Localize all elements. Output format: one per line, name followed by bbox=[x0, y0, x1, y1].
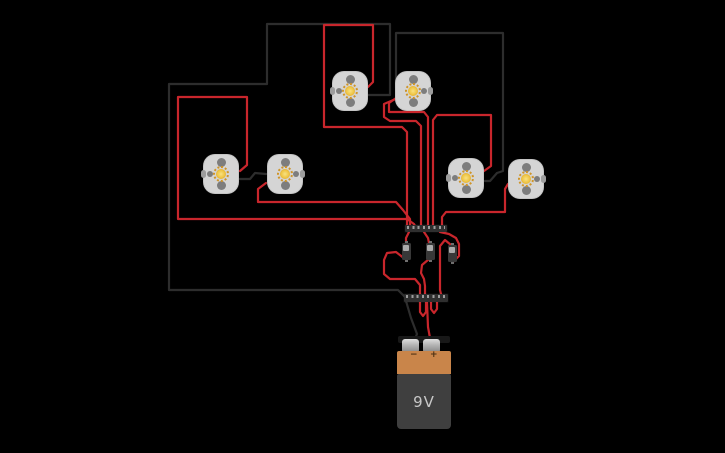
bulb-side-nub bbox=[330, 87, 335, 95]
bulb-contact-dot bbox=[216, 158, 226, 167]
filament-ring bbox=[213, 166, 229, 182]
light-bulb[interactable] bbox=[395, 71, 433, 111]
switch-pin bbox=[404, 240, 408, 243]
switch-pin bbox=[404, 259, 408, 262]
bulb-side-nub bbox=[201, 170, 206, 178]
red-wire[interactable] bbox=[419, 257, 431, 296]
red-wire[interactable] bbox=[425, 300, 432, 340]
switch-pin bbox=[428, 240, 432, 243]
bulb-contact-dot bbox=[280, 158, 290, 167]
switch-slider[interactable] bbox=[403, 245, 409, 251]
pin-header[interactable] bbox=[405, 225, 447, 232]
light-bulb[interactable] bbox=[330, 71, 368, 111]
switch-pin bbox=[450, 242, 454, 245]
header-pins bbox=[406, 295, 446, 298]
bulb-side-contact-dot bbox=[207, 171, 213, 177]
bulb-side-nub bbox=[446, 174, 451, 182]
bulb-contact-dot bbox=[408, 98, 418, 107]
bulb-side-contact-dot bbox=[534, 176, 540, 182]
bulb-contact-dot bbox=[280, 181, 290, 190]
bulb-filament-icon bbox=[458, 170, 474, 186]
battery-negative-terminal bbox=[402, 339, 419, 352]
slide-switch[interactable] bbox=[401, 240, 411, 262]
bulb-contact-dot bbox=[461, 185, 471, 194]
filament-ring bbox=[405, 83, 421, 99]
light-bulb[interactable] bbox=[267, 154, 305, 194]
red-wire[interactable] bbox=[322, 23, 409, 227]
bulb-contact-dot bbox=[461, 162, 471, 171]
black-wire[interactable] bbox=[238, 171, 268, 181]
bulb-side-nub bbox=[541, 175, 546, 183]
bulb-filament-icon bbox=[277, 166, 293, 182]
filament-ring bbox=[518, 171, 534, 187]
red-wire[interactable] bbox=[382, 96, 423, 227]
slide-switch[interactable] bbox=[447, 242, 457, 264]
switch-pin bbox=[428, 259, 432, 262]
slide-switch[interactable] bbox=[425, 240, 435, 262]
red-wire[interactable] bbox=[438, 238, 453, 296]
bulb-contact-dot bbox=[408, 75, 418, 84]
light-bulb[interactable] bbox=[508, 159, 546, 199]
bulb-side-nub bbox=[428, 87, 433, 95]
bulb-side-nub bbox=[300, 170, 305, 178]
black-wire[interactable] bbox=[394, 31, 505, 183]
filament-core bbox=[521, 174, 531, 184]
bulb-side-contact-dot bbox=[293, 171, 299, 177]
filament-ring bbox=[458, 170, 474, 186]
battery-positive-terminal bbox=[423, 339, 440, 352]
switch-slider[interactable] bbox=[427, 245, 433, 251]
red-wire[interactable] bbox=[256, 181, 412, 228]
bulb-filament-icon bbox=[405, 83, 421, 99]
battery-voltage-label: 9V bbox=[413, 392, 435, 411]
plus-sign: + bbox=[430, 350, 438, 360]
battery-body: 9V bbox=[397, 374, 451, 429]
filament-core bbox=[280, 169, 290, 179]
bulb-contact-dot bbox=[216, 181, 226, 190]
red-wire[interactable] bbox=[382, 250, 422, 296]
light-bulb[interactable] bbox=[201, 154, 239, 194]
bulb-filament-icon bbox=[518, 171, 534, 187]
red-wire[interactable] bbox=[440, 182, 510, 228]
filament-core bbox=[216, 169, 226, 179]
red-wire[interactable] bbox=[429, 300, 439, 315]
filament-core bbox=[461, 173, 471, 183]
bulb-contact-dot bbox=[521, 186, 531, 195]
bulb-side-contact-dot bbox=[421, 88, 427, 94]
bulb-side-contact-dot bbox=[336, 88, 342, 94]
bulb-side-contact-dot bbox=[452, 175, 458, 181]
bulb-filament-icon bbox=[213, 166, 229, 182]
filament-core bbox=[345, 86, 355, 96]
red-wire[interactable] bbox=[431, 113, 493, 227]
red-wire[interactable] bbox=[176, 95, 417, 228]
bulb-filament-icon bbox=[342, 83, 358, 99]
bulb-contact-dot bbox=[345, 75, 355, 84]
bulb-contact-dot bbox=[521, 163, 531, 172]
minus-sign: − bbox=[410, 350, 418, 360]
black-wire[interactable] bbox=[167, 22, 407, 299]
light-bulb[interactable] bbox=[446, 158, 484, 198]
pin-header[interactable] bbox=[404, 294, 448, 302]
battery-9v[interactable]: −+9V bbox=[397, 336, 451, 429]
switch-pin bbox=[450, 261, 454, 264]
bulb-contact-dot bbox=[345, 98, 355, 107]
battery-sleeve: −+ bbox=[397, 350, 451, 374]
filament-core bbox=[408, 86, 418, 96]
switch-slider[interactable] bbox=[449, 247, 455, 253]
header-pins bbox=[407, 226, 445, 229]
red-wire[interactable] bbox=[418, 300, 428, 318]
filament-ring bbox=[342, 83, 358, 99]
filament-ring bbox=[277, 166, 293, 182]
